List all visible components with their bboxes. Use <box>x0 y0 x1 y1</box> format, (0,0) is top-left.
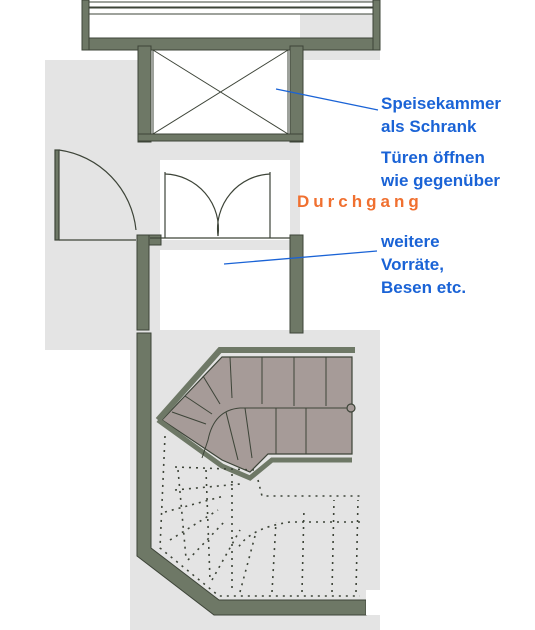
label-doors: Türen öffnen wie gegenüber <box>381 146 500 192</box>
label-pantry-line2: als Schrank <box>381 117 477 136</box>
label-doors-line2: wie gegenüber <box>381 171 501 190</box>
leader-line-more <box>223 250 378 265</box>
double-door-swing-icon <box>150 172 290 239</box>
label-passage: Durchgang <box>297 192 423 211</box>
wall-pantry-left <box>137 45 152 143</box>
label-more-line1: weitere <box>381 232 440 251</box>
door-swing-icon <box>54 149 137 241</box>
stair-upper-flight <box>155 347 356 481</box>
label-more-storage: weitere Vorräte, Besen etc. <box>381 230 466 299</box>
label-more-line3: Besen etc. <box>381 278 467 297</box>
stair-handrail-knob-icon <box>346 403 356 413</box>
leader-lines <box>223 88 379 265</box>
cabinet-cross-icon <box>152 49 289 135</box>
leader-line-pantry <box>275 88 379 111</box>
walls <box>81 0 381 616</box>
wall-top <box>82 37 381 51</box>
label-pantry: Speisekammer als Schrank <box>381 92 501 138</box>
stair-lower-flight <box>159 435 360 597</box>
label-pantry-line1: Speisekammer <box>381 94 502 113</box>
label-more-line2: Vorräte, <box>381 255 444 274</box>
label-doors-line1: Türen öffnen <box>381 148 485 167</box>
